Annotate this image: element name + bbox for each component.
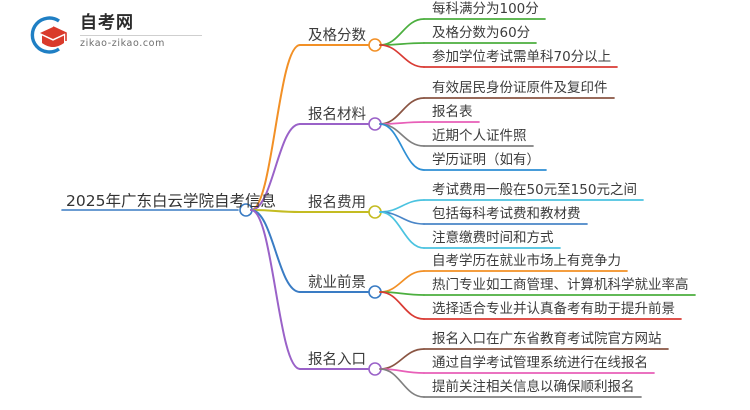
branch-node-label-3: 报名费用 (308, 195, 366, 211)
mindmap-connector (250, 209, 301, 213)
leaf-node-label-4-1: 自考学历在就业市场上有竞争力 (432, 253, 621, 269)
site-logo: 自考网 zikao-zikao.com (28, 12, 208, 58)
leaf-node-label-2-2: 报名表 (432, 104, 473, 120)
leaf-node-label-5-3: 提前关注相关信息以确保顺利报名 (432, 379, 635, 395)
logo-subtitle: zikao-zikao.com (80, 38, 165, 49)
mindmap-connector (250, 123, 301, 211)
root-node-label: 2025年广东白云学院自考信息 (66, 192, 276, 210)
leaf-node-label-1-1: 每科满分为100分 (432, 1, 539, 17)
leaf-node-label-2-4: 学历证明（如有） (432, 152, 540, 168)
mindmap-connector (379, 348, 425, 370)
logo-divider (80, 35, 202, 36)
graduation-cap-logo-icon (30, 16, 67, 54)
leaf-node-label-1-3: 参加学位考试需单科70分以上 (432, 49, 612, 65)
leaf-node-label-3-1: 考试费用一般在50元至150元之间 (432, 182, 637, 198)
logo-text-block: 自考网 zikao-zikao.com (80, 12, 210, 49)
leaf-node-label-3-3: 注意缴费时间和方式 (432, 230, 554, 246)
logo-title: 自考网 (80, 13, 134, 33)
mindmap-connector (379, 18, 425, 46)
leaf-node-label-4-3: 选择适合专业并认真备考有助于提升前景 (432, 301, 675, 317)
leaf-node-label-4-2: 热门专业如工商管理、计算机科学就业率高 (432, 277, 689, 293)
mindmap-connector (379, 123, 425, 147)
leaf-node-label-5-1: 报名入口在广东省教育考试院官方网站 (432, 331, 662, 347)
leaf-node-label-5-2: 通过自学考试管理系统进行在线报名 (432, 355, 648, 371)
mindmap-connector (379, 291, 425, 320)
branch-node-label-4: 就业前景 (308, 275, 366, 291)
leaf-node-label-2-3: 近期个人证件照 (432, 128, 527, 144)
mindmap-connector (379, 368, 425, 398)
leaf-node-label-1-2: 及格分数为60分 (432, 25, 531, 41)
mindmap-connector (379, 123, 425, 171)
mindmap-connector (379, 211, 425, 249)
mindmap-connector (379, 97, 425, 125)
mindmap-connector (379, 44, 425, 68)
branch-node-label-1: 及格分数 (308, 28, 366, 44)
leaf-node-label-2-1: 有效居民身份证原件及复印件 (432, 80, 608, 96)
branch-node-label-5: 报名入口 (308, 352, 366, 368)
mindmap-connector (379, 270, 425, 293)
branch-node-label-2: 报名材料 (308, 107, 366, 123)
mindmap-connector (250, 209, 301, 370)
mindmap-connector (379, 199, 425, 213)
mindmap-connector (250, 209, 301, 293)
mindmap-connector (250, 44, 301, 211)
leaf-node-label-3-2: 包括每科考试费和教材费 (432, 206, 581, 222)
